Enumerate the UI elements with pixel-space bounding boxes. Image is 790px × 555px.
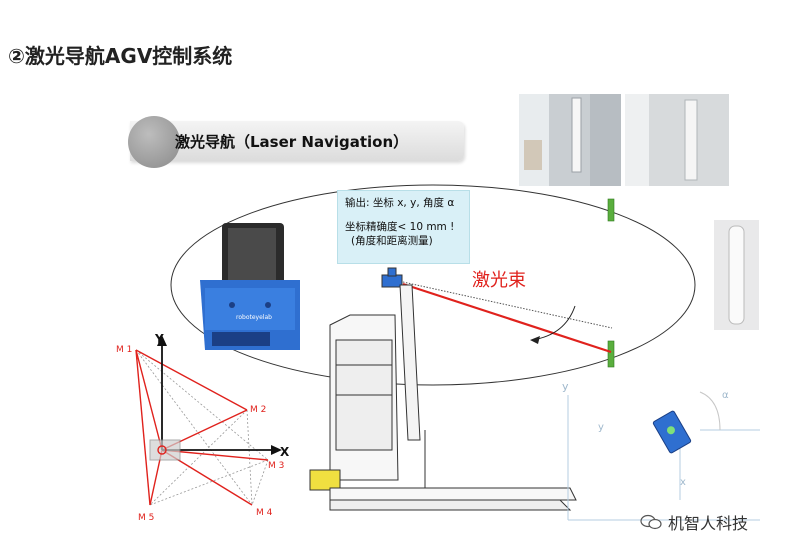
axis-x-label: X xyxy=(280,445,290,459)
rotation-arrow xyxy=(531,305,576,341)
reflector-photo-1 xyxy=(519,94,621,186)
page-title: ②激光导航AGV控制系统 xyxy=(8,44,233,68)
banner-title: 激光导航（Laser Navigation） xyxy=(175,133,409,151)
marker-m1-label: M 1 xyxy=(116,345,132,355)
agv-top-view xyxy=(652,410,692,454)
watermark: 机智人科技 xyxy=(640,510,748,534)
floor-alpha-label: α xyxy=(722,390,729,401)
output-line-3: (角度和距离测量) xyxy=(351,235,433,247)
floor-x-label: x xyxy=(680,477,686,488)
section-banner xyxy=(130,121,464,161)
reflector-right xyxy=(607,340,615,368)
output-line-1: 输出: 坐标 x, y, 角度 α xyxy=(345,197,455,209)
wechat-icon xyxy=(640,514,662,530)
marker-m2-label: M 2 xyxy=(250,405,266,415)
floor-coordinate-axes: y y x α xyxy=(562,380,760,521)
laser-beam-label: 激光束 xyxy=(472,270,526,291)
output-info-box: 输出: 坐标 x, y, 角度 α 坐标精确度< 10 mm ! (角度和距离测… xyxy=(337,190,470,264)
coordinate-diagram: Y X M 1 M 2 M 3 M 4 M 5 xyxy=(116,332,290,523)
scanner-brand-label: roboteyelab xyxy=(236,314,272,321)
marker-m5-label: M 5 xyxy=(138,513,154,523)
banner-circle xyxy=(128,116,180,168)
watermark-text: 机智人科技 xyxy=(668,514,749,533)
output-line-2: 坐标精确度< 10 mm ! xyxy=(345,221,455,233)
laser-scanner: roboteyelab xyxy=(200,223,300,350)
scan-range-ellipse xyxy=(170,184,696,386)
floor-y-label: y xyxy=(562,380,569,393)
laser-beam-dotted xyxy=(402,281,613,329)
axis-y-label: Y xyxy=(154,332,164,346)
reflector-top xyxy=(607,198,615,222)
marker-m3-label: M 3 xyxy=(268,461,284,471)
reflector-tube-photo xyxy=(714,220,759,330)
floor-y-small-label: y xyxy=(598,422,604,433)
reflector-photo-2 xyxy=(625,94,729,186)
laser-beam xyxy=(402,282,612,354)
agv-forklift xyxy=(309,267,577,511)
marker-m4-label: M 4 xyxy=(256,508,273,518)
